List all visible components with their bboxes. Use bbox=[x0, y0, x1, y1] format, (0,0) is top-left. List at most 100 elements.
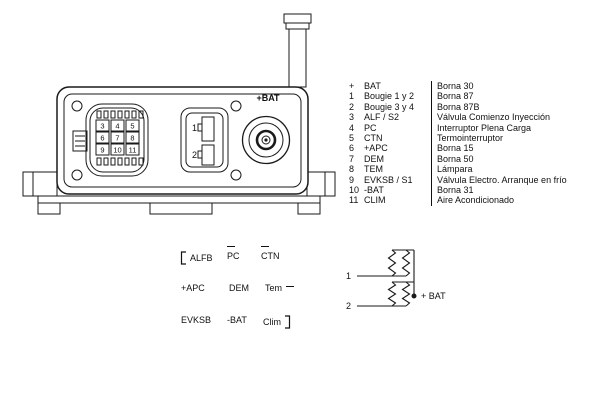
legend-pin: 5 bbox=[349, 133, 355, 144]
terminal-clip-icon bbox=[179, 251, 187, 265]
legend-name: EVKSB / S1 bbox=[364, 174, 413, 185]
pin-5-label: 5 bbox=[130, 122, 134, 131]
terminal-label: PC bbox=[227, 251, 240, 261]
schematic-input-1-label: 1 bbox=[346, 271, 351, 281]
legend-pin: 3 bbox=[349, 112, 355, 123]
terminal-label-grid: ALFB PC CTN +APC DEM Tem EVKSB -BAT Clim bbox=[175, 243, 315, 338]
pin-6-label: 6 bbox=[100, 134, 104, 143]
terminal-cell-ctn: CTN bbox=[261, 246, 280, 261]
screw-icon bbox=[230, 169, 242, 181]
terminal-dash-icon bbox=[227, 246, 235, 247]
legend-desc: Válvula Electro. Arranque en frío bbox=[431, 174, 567, 186]
legend-pin: 6 bbox=[349, 143, 355, 154]
legend-desc: Borna 50 bbox=[431, 153, 474, 165]
legend-pin: 10 bbox=[349, 185, 360, 196]
resistor-icon bbox=[387, 249, 397, 277]
screw-icon bbox=[71, 100, 83, 112]
pin-7-label: 7 bbox=[115, 134, 119, 143]
legend-desc: Borna 87 bbox=[431, 91, 474, 102]
terminal-label: EVKSB bbox=[181, 315, 212, 325]
legend-pin: 4 bbox=[349, 122, 355, 133]
legend-name: BAT bbox=[364, 81, 381, 91]
resistor-icon bbox=[401, 249, 411, 277]
legend-pin: 8 bbox=[349, 164, 355, 175]
pin-2-label: 2 bbox=[192, 150, 197, 160]
legend-name: +APC bbox=[364, 143, 388, 154]
legend-pin: 2 bbox=[349, 101, 355, 112]
pin-slot-row-bottom bbox=[96, 157, 144, 166]
legend-pin: 11 bbox=[349, 195, 359, 206]
resistor-group-1 bbox=[357, 249, 414, 277]
pin-8-label: 8 bbox=[130, 134, 134, 143]
pin-9-label: 9 bbox=[100, 146, 104, 155]
legend-name: TEM bbox=[364, 164, 383, 175]
schematic-input-2-label: 2 bbox=[346, 301, 351, 311]
legend-name: -BAT bbox=[364, 185, 384, 196]
relay-unit-drawing: 3 4 5 6 7 8 9 10 11 bbox=[22, 13, 336, 215]
pin-4-label: 4 bbox=[115, 122, 119, 131]
legend-pin: 7 bbox=[349, 153, 355, 164]
legend-row: 2 Bougie 3 y 4 Borna 87B bbox=[349, 101, 567, 113]
legend-desc: Aire Acondicionado bbox=[431, 195, 514, 206]
terminal-dash-icon bbox=[261, 246, 269, 247]
resistor-icon bbox=[401, 281, 411, 307]
terminal-cell-alfb: ALFB bbox=[179, 251, 213, 265]
pin-3-label: 3 bbox=[100, 122, 104, 131]
terminal-cell-bat-neg: -BAT bbox=[227, 315, 247, 325]
terminal-cell-apc: +APC bbox=[181, 283, 205, 293]
terminal-cell-dem: DEM bbox=[229, 283, 249, 293]
terminal-label: Clim bbox=[263, 317, 281, 327]
pin-1-label: 1 bbox=[192, 123, 197, 133]
terminal-label: CTN bbox=[261, 251, 280, 261]
legend-name: PC bbox=[364, 122, 377, 133]
legend-desc: Válvula Comienzo Inyección bbox=[431, 112, 550, 123]
legend-row: 5 CTN Termointerruptor bbox=[349, 133, 567, 144]
legend-desc: Interruptor Plena Carga bbox=[431, 122, 531, 134]
legend-name: ALF / S2 bbox=[364, 112, 400, 123]
screw-icon bbox=[230, 100, 242, 112]
terminal-cell-clim: Clim bbox=[263, 315, 292, 329]
legend-row: 3 ALF / S2 Válvula Comienzo Inyección bbox=[349, 112, 567, 123]
legend-desc: Borna 30 bbox=[431, 81, 474, 92]
terminal-label: -BAT bbox=[227, 315, 247, 325]
screw-icon bbox=[71, 169, 83, 181]
legend-desc: Termointerruptor bbox=[431, 133, 503, 144]
top-mounting-tab bbox=[283, 13, 312, 88]
terminal-label: +APC bbox=[181, 283, 205, 293]
terminal-label: DEM bbox=[229, 283, 249, 293]
legend-row: 10 -BAT Borna 31 bbox=[349, 185, 567, 196]
terminal-cell-evksb: EVKSB bbox=[181, 315, 211, 325]
mounting-bracket bbox=[22, 171, 336, 215]
legend-name: Bougie 3 y 4 bbox=[364, 101, 415, 112]
legend-row: 11 CLIM Aire Acondicionado bbox=[349, 195, 567, 206]
legend-row: + BAT Borna 30 bbox=[349, 81, 567, 92]
bat-round-terminal bbox=[241, 115, 291, 165]
legend-desc: Borna 87B bbox=[431, 101, 480, 113]
terminal-cell-pc: PC bbox=[227, 246, 240, 261]
legend-desc: Borna 15 bbox=[431, 143, 474, 154]
legend-pin: + bbox=[349, 81, 355, 91]
legend-name: Bougie 1 y 2 bbox=[364, 91, 415, 102]
schematic-bat-label: + BAT bbox=[421, 291, 446, 301]
pin-10-label: 10 bbox=[113, 146, 121, 155]
multi-pin-connector: 3 4 5 6 7 8 9 10 11 bbox=[72, 103, 149, 177]
terminal-label: ALFB bbox=[190, 253, 213, 263]
terminal-dash-icon bbox=[286, 286, 295, 287]
relay-housing bbox=[56, 86, 309, 195]
pin-11-label: 11 bbox=[129, 146, 137, 155]
resistor-icon bbox=[387, 281, 397, 307]
bat-node-dot bbox=[411, 293, 417, 299]
keying-tab bbox=[72, 130, 88, 152]
legend-row: 7 DEM Borna 50 bbox=[349, 153, 567, 165]
bat-terminal-label: +BAT bbox=[256, 93, 280, 103]
legend-desc: Borna 31 bbox=[431, 185, 474, 196]
legend-row: 6 +APC Borna 15 bbox=[349, 143, 567, 154]
terminal-clip-icon bbox=[284, 315, 292, 329]
legend-row: 1 Bougie 1 y 2 Borna 87 bbox=[349, 91, 567, 102]
terminal-label: Tem bbox=[265, 283, 283, 293]
legend-desc: Lámpara bbox=[431, 164, 473, 175]
legend-pin: 1 bbox=[349, 91, 355, 102]
pin-slot-row-top bbox=[96, 110, 144, 119]
